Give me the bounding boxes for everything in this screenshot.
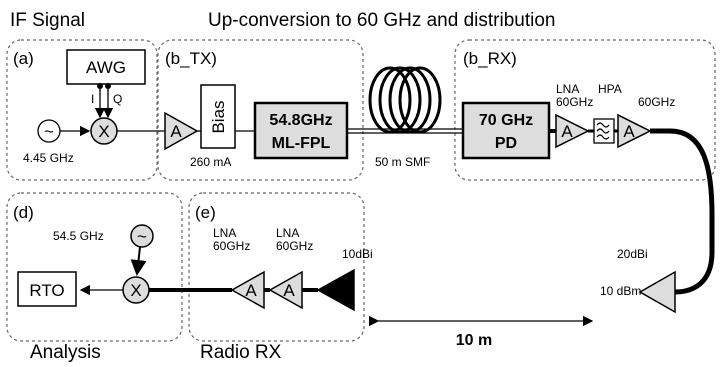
rx-lna-1: [230, 270, 265, 310]
section-e-label: (e): [195, 203, 216, 222]
laser-label-line2: ML-FPL: [272, 135, 331, 152]
section-b-rx-label: (b_RX): [463, 49, 517, 68]
group-b-tx: [157, 39, 364, 181]
rx-mixer-symbol: X: [130, 281, 141, 300]
rx-antenna-gain-label: 10dBi: [342, 247, 373, 261]
tx-antenna-gain-label: 20dBi: [617, 247, 648, 261]
tx-antenna-icon: [638, 270, 676, 314]
tx-power-label: 10 dBm: [600, 284, 641, 298]
group-a: [6, 39, 158, 181]
hpa-label-line1: HPA: [598, 82, 622, 96]
bias-tee-box: [200, 84, 236, 149]
laser-label-line1: 54.8GHz: [269, 112, 332, 129]
rx-antenna-icon: [316, 268, 355, 312]
rx-oscillator-symbol: ~: [137, 227, 147, 246]
tx-lna-label-line1: LNA: [556, 82, 579, 96]
i-label: I: [91, 92, 94, 106]
header-upconversion: Up-conversion to 60 GHz and distribution: [208, 10, 555, 31]
group-b-rx: [454, 39, 716, 181]
rx-lo-freq-label: 54.5 GHz: [53, 229, 104, 243]
rto-label: RTO: [29, 281, 64, 300]
if-oscillator-symbol: ~: [44, 122, 54, 141]
rx-lna-1-label-line1: LNA: [213, 226, 236, 240]
bias-label: Bias: [209, 100, 228, 133]
hpa-symbol: A: [623, 122, 635, 141]
section-b-tx-label: (b_TX): [165, 49, 217, 68]
group-e: [188, 192, 365, 342]
rx-lna-2: [268, 270, 303, 310]
bias-current-label: 260 mA: [190, 155, 231, 169]
rx-oscillator: [130, 224, 154, 248]
tx-cable: [650, 128, 715, 295]
pd-label-line2: PD: [495, 135, 517, 152]
rto-box: [17, 271, 77, 307]
rx-lna-2-symbol: A: [283, 281, 295, 300]
header-radio-rx: Radio RX: [200, 342, 282, 362]
rx-lna-1-symbol: A: [245, 281, 257, 300]
pd-label-line1: 70 GHz: [479, 112, 533, 129]
fiber-label: 50 m SMF: [375, 155, 430, 169]
fiber-spool-icon: [368, 66, 442, 134]
q-label: Q: [113, 92, 122, 106]
hpa-label-line2: 60GHz: [638, 95, 675, 109]
hpa: [617, 113, 652, 149]
pd-box: [461, 101, 551, 160]
section-d-label: (d): [13, 203, 34, 222]
tx-driver-amp-symbol: A: [170, 122, 182, 141]
awg-label: AWG: [86, 58, 126, 77]
header-if-signal: IF Signal: [10, 10, 85, 31]
laser-box: [253, 101, 349, 160]
rx-lna-2-label-line2: 60GHz: [276, 239, 313, 253]
tx-driver-amp: [164, 111, 199, 151]
section-a-label: (a): [13, 49, 34, 68]
lo-freq-label: 4.45 GHz: [23, 151, 74, 165]
group-d: [6, 192, 183, 342]
tx-lna-symbol: A: [561, 122, 573, 141]
rx-lna-2-label-line1: LNA: [276, 226, 299, 240]
tx-lna: [555, 113, 590, 149]
rx-lna-1-label-line2: 60GHz: [213, 239, 250, 253]
rx-lo-line: [130, 246, 147, 276]
tx-lna-label-line2: 60GHz: [556, 95, 593, 109]
header-analysis: Analysis: [30, 342, 101, 362]
distance-label: 10 m: [456, 332, 492, 349]
awg-box: [66, 49, 146, 85]
if-mixer-symbol: X: [98, 122, 109, 141]
